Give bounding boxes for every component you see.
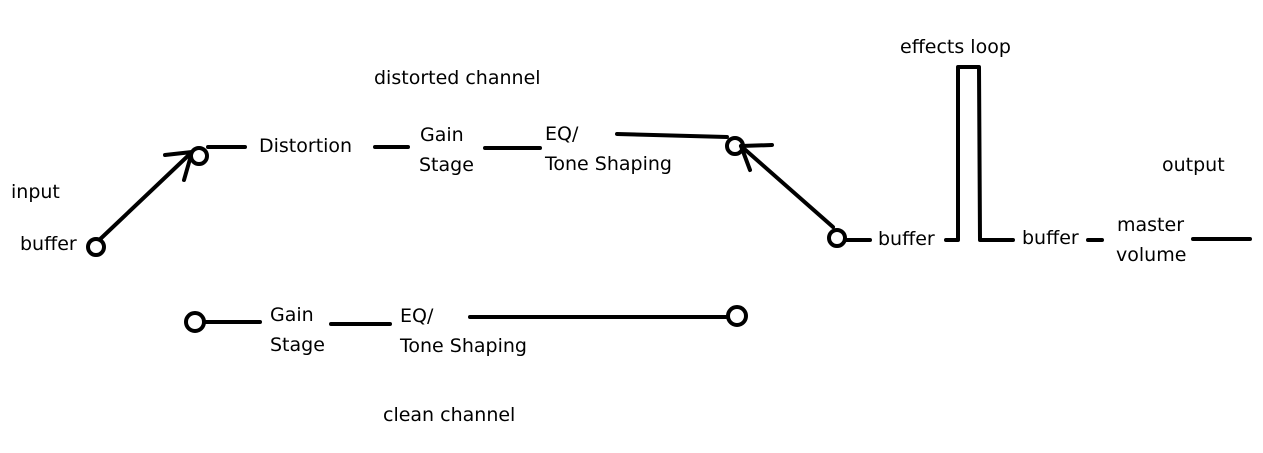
wire-eq-to-switch bbox=[615, 132, 729, 139]
clean-channel-node-left bbox=[184, 311, 206, 333]
output-buffer-label: buffer bbox=[1022, 227, 1079, 249]
input-buffer-label: buffer bbox=[20, 233, 77, 255]
gain-stage-bottom-line2: Stage bbox=[270, 334, 325, 356]
eq-top-line1: EQ/ bbox=[545, 123, 579, 145]
output-switch-node bbox=[827, 228, 847, 248]
input-buffer-node bbox=[86, 237, 106, 257]
eq-top-line2: Tone Shaping bbox=[545, 153, 672, 175]
effects-loop-label: effects loop bbox=[900, 36, 1011, 58]
master-volume-line2: volume bbox=[1116, 244, 1187, 266]
clean-channel-label: clean channel bbox=[383, 404, 516, 426]
input-label: input bbox=[11, 181, 60, 203]
distorted-channel-label: distorted channel bbox=[374, 67, 541, 89]
gain-stage-top-line2: Stage bbox=[419, 154, 474, 176]
master-volume-line1: master bbox=[1117, 214, 1185, 236]
input-switch-arm bbox=[93, 150, 194, 246]
gain-stage-bottom-line1: Gain bbox=[270, 304, 314, 326]
distortion-label: Distortion bbox=[259, 135, 353, 157]
effects-loop-wire bbox=[944, 65, 1015, 242]
distorted-channel-node-left bbox=[189, 146, 209, 166]
mid-buffer-label: buffer bbox=[878, 228, 935, 250]
gain-stage-top-line1: Gain bbox=[420, 124, 464, 146]
eq-bottom-line1: EQ/ bbox=[400, 305, 434, 327]
clean-channel-node-right bbox=[726, 305, 748, 327]
eq-bottom-line2: Tone Shaping bbox=[400, 335, 527, 357]
output-switch-arm bbox=[739, 144, 835, 229]
output-label: output bbox=[1162, 154, 1225, 176]
output-switch-arrowhead bbox=[739, 143, 774, 172]
